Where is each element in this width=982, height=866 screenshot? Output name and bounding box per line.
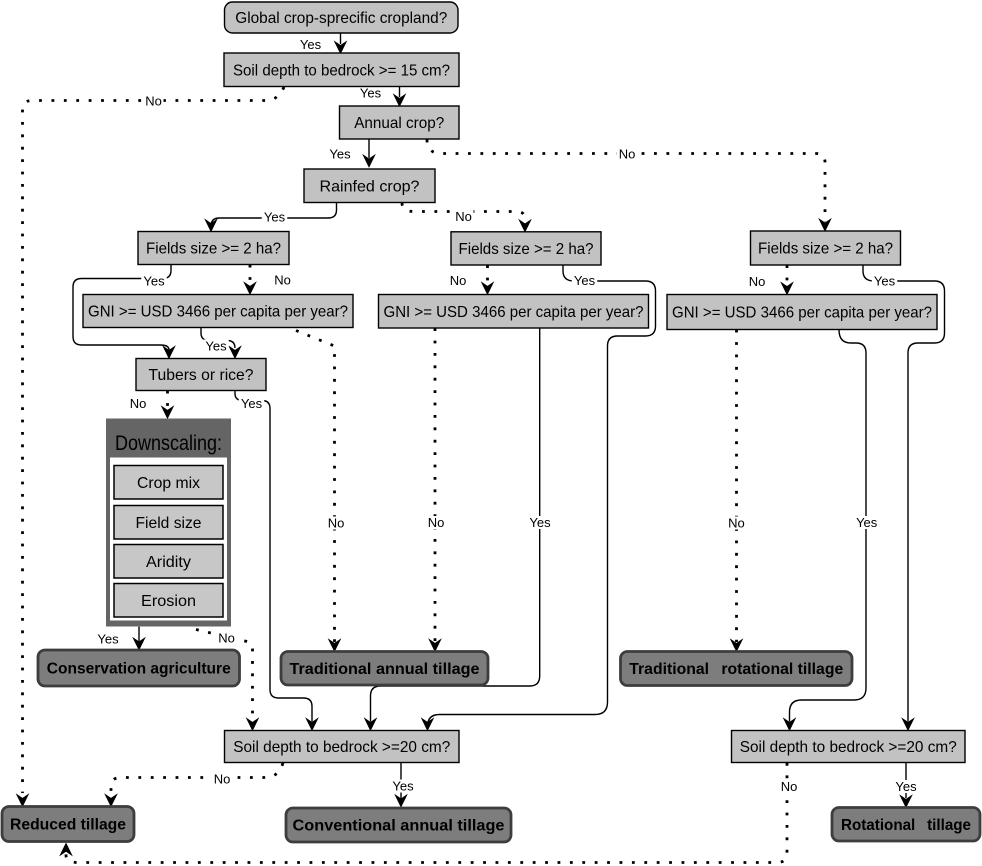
svg-text:Traditional annual tillage: Traditional annual tillage [290,661,480,678]
svg-text:No: No [214,772,231,787]
svg-text:Yes: Yes [329,147,351,162]
svg-text:Yes: Yes [143,274,165,289]
svg-text:GNI >= USD 3466 per capita per: GNI >= USD 3466 per capita per year? [672,305,932,322]
svg-text:GNI >= USD 3466 per capita per: GNI >= USD 3466 per capita per year? [88,304,348,321]
svg-text:Aridity: Aridity [146,554,191,571]
svg-text:No: No [328,516,345,531]
svg-text:Yes: Yes [574,273,596,288]
svg-text:Crop mix: Crop mix [137,475,200,492]
svg-text:Fields size >= 2 ha?: Fields size >= 2 ha? [459,241,594,258]
svg-text:Yes: Yes [97,632,119,647]
svg-text:Yes: Yes [392,779,414,794]
svg-text:Soil depth to bedrock >=20 cm?: Soil depth to bedrock >=20 cm? [740,739,957,756]
svg-text:No: No [428,515,445,530]
svg-text:Annual crop?: Annual crop? [354,115,444,132]
svg-text:Yes: Yes [241,396,263,411]
svg-text:Traditional rotational tillag: Traditional rotational tillage [629,661,843,678]
svg-text:No: No [749,274,766,289]
svg-text:GNI >= USD 3466 per capita per: GNI >= USD 3466 per capita per year? [384,304,644,321]
svg-text:Global crop-sprecific cropland: Global crop-sprecific cropland? [235,10,447,27]
svg-text:No: No [218,631,235,646]
svg-text:Conservation agriculture: Conservation agriculture [47,661,231,678]
svg-text:Yes: Yes [360,86,382,101]
svg-text:No: No [145,94,162,109]
svg-text:Reduced tillage: Reduced tillage [10,817,126,834]
svg-text:No: No [450,273,467,288]
svg-text:Fields size >= 2 ha?: Fields size >= 2 ha? [758,241,893,258]
svg-text:Tubers or rice?: Tubers or rice? [149,367,254,384]
svg-text:No: No [619,147,636,162]
svg-text:Yes: Yes [856,515,878,530]
svg-text:Soil depth to bedrock >=20 cm?: Soil depth to bedrock >=20 cm? [233,739,450,756]
svg-text:Rotational tillage: Rotational tillage [841,817,971,834]
svg-text:No: No [781,779,798,794]
svg-text:No: No [274,273,291,288]
svg-text:Yes: Yes [529,515,551,530]
svg-text:Conventional annual tillage: Conventional annual tillage [293,818,505,835]
svg-text:Downscaling:: Downscaling: [115,431,222,455]
svg-text:Fields size >= 2 ha?: Fields size >= 2 ha? [146,241,281,258]
svg-text:No: No [130,396,147,411]
svg-text:Yes: Yes [874,274,896,289]
svg-text:Yes: Yes [205,339,227,354]
svg-text:Field size: Field size [136,515,202,532]
svg-text:No: No [455,209,472,224]
svg-text:Yes: Yes [300,37,322,52]
svg-text:Yes: Yes [895,779,917,794]
svg-text:Yes: Yes [264,210,286,225]
svg-text:Rainfed crop?: Rainfed crop? [320,178,420,195]
svg-text:Erosion: Erosion [141,593,196,610]
svg-text:Soil depth to bedrock >= 15 cm: Soil depth to bedrock >= 15 cm? [233,62,450,79]
svg-text:No: No [728,516,745,531]
